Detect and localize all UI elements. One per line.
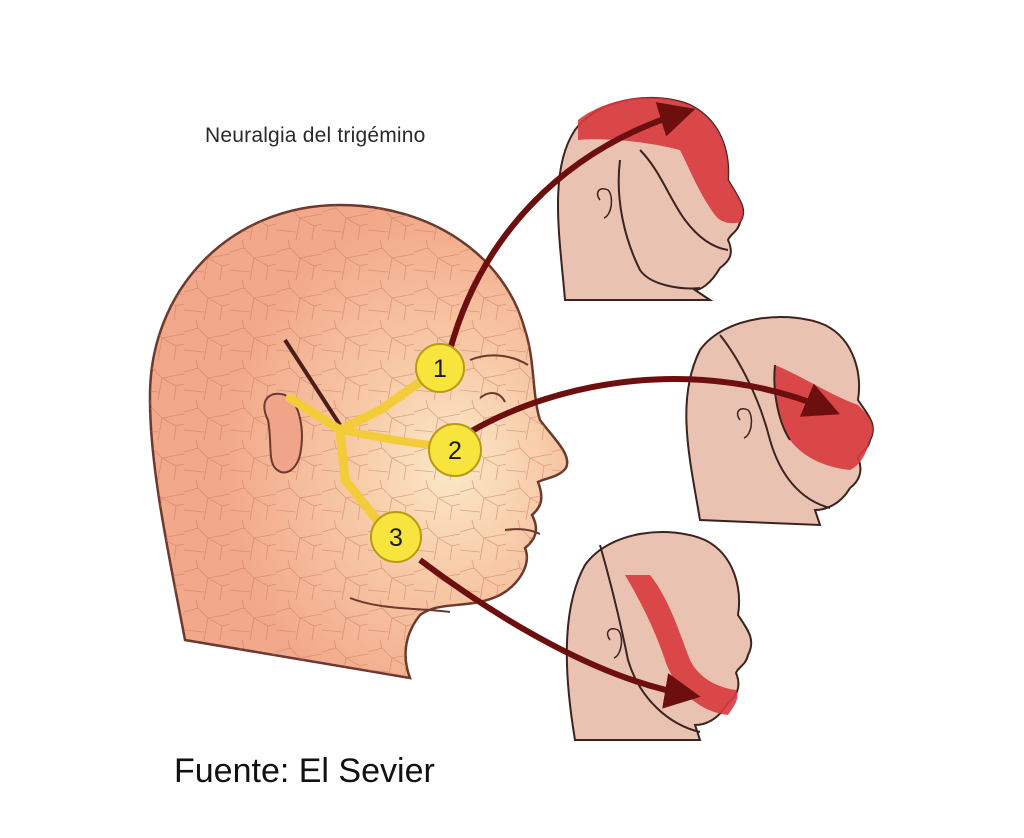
arrows — [418, 102, 840, 709]
branch-badge-3: 3 — [370, 511, 422, 563]
small-head-2 — [685, 316, 874, 527]
arrow-1 — [447, 102, 696, 351]
small-head-1 — [557, 96, 745, 301]
branch-badge-2: 2 — [428, 423, 482, 477]
diagram-title: Neuralgia del trigémino — [205, 124, 426, 147]
main-head — [148, 203, 569, 680]
branch-badge-1: 1 — [415, 343, 465, 393]
branch-number-1: 1 — [433, 355, 447, 383]
branch-number-3: 3 — [389, 524, 403, 552]
small-head-3 — [565, 531, 753, 741]
source-caption: Fuente: El Sevier — [174, 752, 435, 790]
arrow-2 — [468, 376, 840, 435]
branch-number-2: 2 — [448, 437, 462, 465]
arrow-3 — [418, 557, 701, 709]
